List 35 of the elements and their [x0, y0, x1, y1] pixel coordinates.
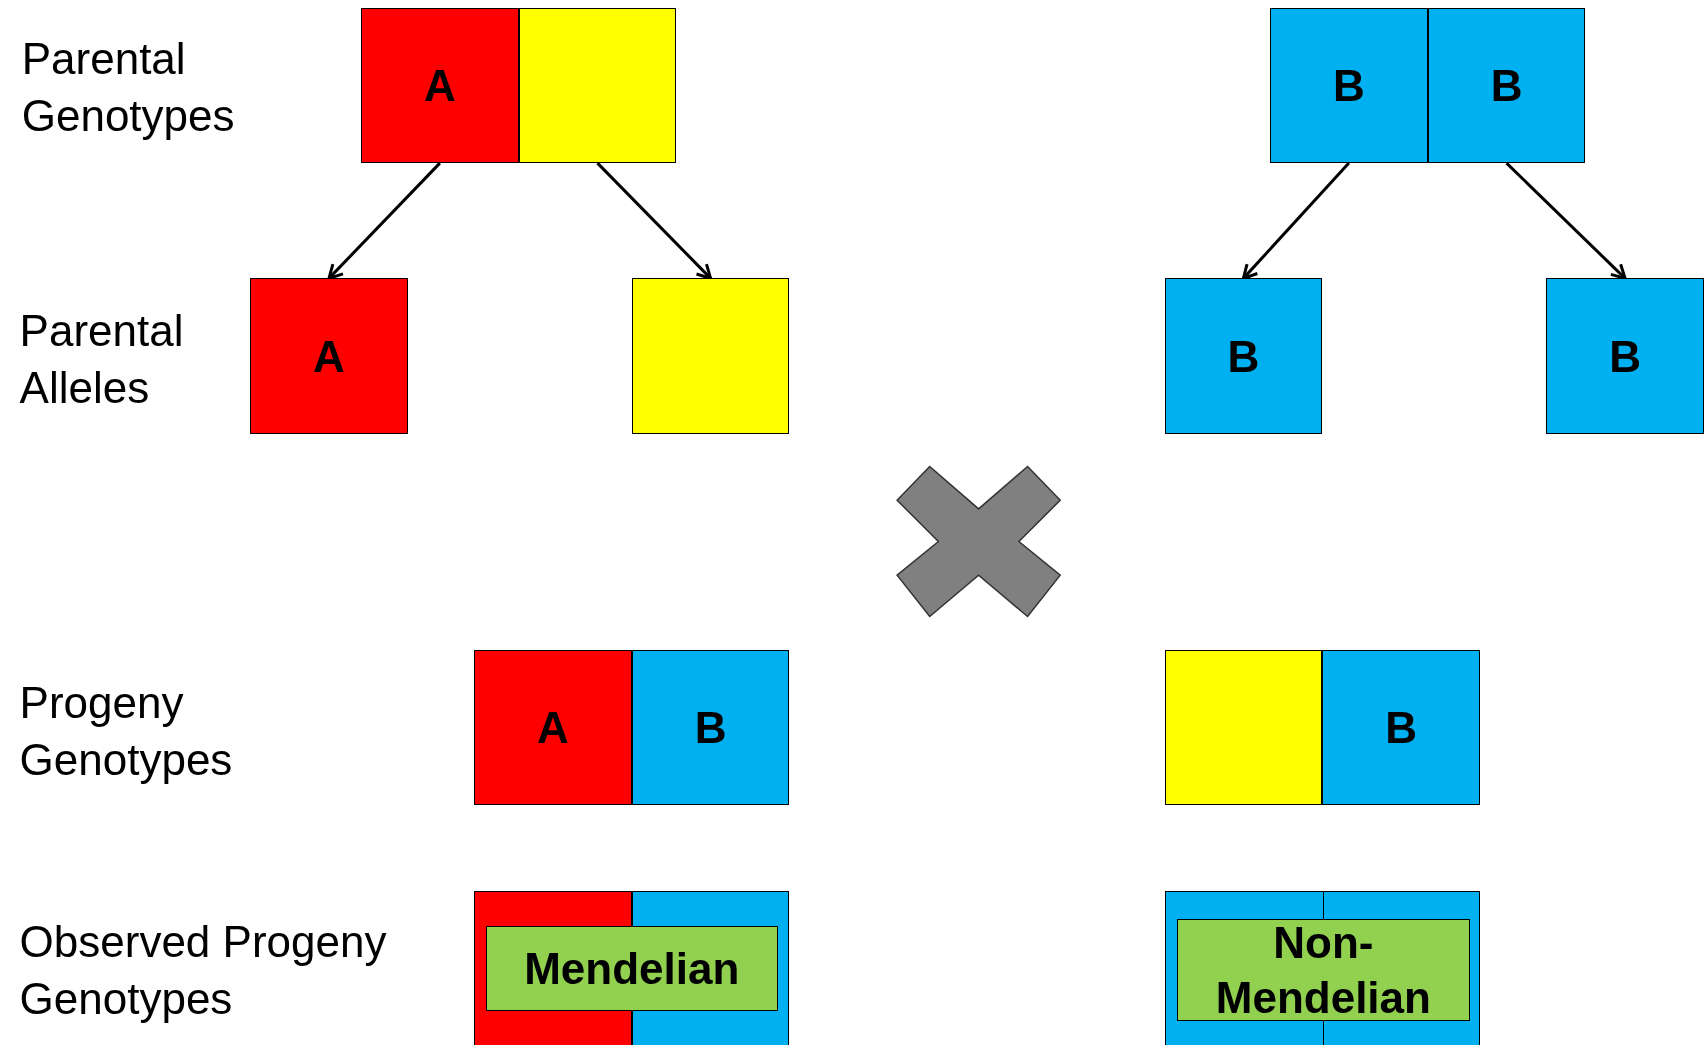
arrow	[327, 162, 441, 280]
allele-box	[631, 278, 790, 434]
result-box	[485, 925, 779, 1011]
genotype-box	[1322, 650, 1480, 805]
arrow	[596, 162, 713, 280]
result-label: Mendelian	[524, 942, 740, 995]
row-label: Observed Progeny Genotypes	[19, 916, 388, 1026]
genotype-box	[361, 7, 519, 164]
genotype-box	[474, 890, 790, 1045]
row-label: Parental Genotypes	[21, 33, 236, 143]
result-label: Non-Mendelian	[1214, 916, 1432, 1024]
row-label: Parental Alleles	[19, 305, 185, 415]
genotype-box	[1164, 650, 1323, 805]
arrow	[1505, 162, 1627, 280]
allele-letter: B	[1385, 701, 1417, 754]
allele-letter: A	[313, 330, 345, 383]
genotype-box	[631, 650, 790, 805]
allele-letter: B	[694, 701, 727, 754]
allele-letter: B	[1490, 59, 1523, 112]
allele-letter: A	[537, 701, 569, 754]
allele-letter: A	[423, 59, 456, 112]
genotype-box	[518, 7, 677, 164]
row-label: Progeny Genotypes	[19, 677, 234, 787]
allele-letter: B	[1609, 330, 1641, 383]
allele-box	[1164, 278, 1323, 434]
arrow	[1241, 162, 1350, 280]
genotype-box	[1427, 7, 1586, 164]
allele-letter: B	[1333, 59, 1365, 112]
result-box	[1177, 919, 1470, 1021]
allele-box	[1546, 278, 1704, 434]
allele-letter: B	[1227, 330, 1260, 383]
genotype-box	[1270, 7, 1428, 164]
allele-box	[250, 278, 408, 434]
genotype-box	[1164, 890, 1480, 1045]
genotype-box	[474, 650, 632, 805]
